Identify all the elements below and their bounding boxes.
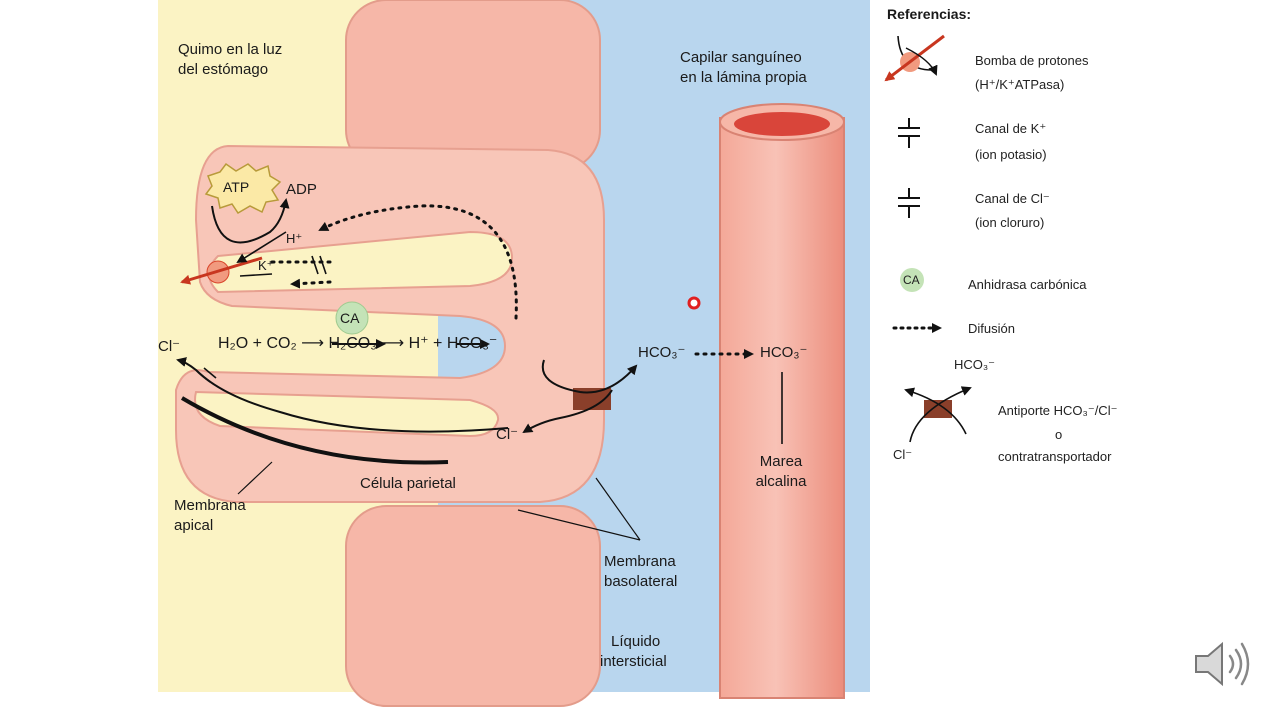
interstitial-label-line1: Líquido (611, 633, 661, 650)
adp-label: ADP (286, 181, 317, 198)
lumen-label-line2: del estómago (178, 61, 269, 78)
speaker-icon[interactable] (1190, 634, 1254, 694)
legend-ca-icon (900, 268, 924, 292)
legend-ca-badge-label: CA (903, 273, 920, 287)
legend-antiporter-line1: Antiporte HCO₃⁻/Cl⁻ (998, 403, 1118, 418)
cl-inner-label: Cl⁻ (496, 426, 519, 443)
basolateral-membrane-line2: basolateral (604, 573, 678, 590)
lower-canaliculus (194, 390, 500, 438)
basolateral-pointer-2 (517, 509, 641, 541)
legend-ca-label: Anhidrasa carbónica (968, 277, 1087, 292)
capillary-lumen (734, 112, 830, 136)
legend-k-channel-line2: (ion potasio) (975, 147, 1047, 162)
legend-pump-icon (884, 34, 945, 82)
legend-pump-line1: Bomba de protones (975, 53, 1089, 68)
interstitial-label-line2: intersticial (600, 653, 667, 670)
k-back-path (290, 278, 332, 289)
h-pump-label: H⁺ (286, 231, 303, 246)
legend-title: Referencias: (887, 6, 972, 22)
apical-pointer (237, 461, 273, 495)
apical-membrane-line1: Membrana (174, 497, 246, 514)
apical-membrane-line2: apical (174, 517, 214, 534)
legend-antiporter-cl: Cl⁻ (893, 447, 913, 462)
alkaline-tide-line2: alcalina (755, 473, 807, 490)
cl-exit-arrow (176, 357, 509, 433)
hco3-out-arrow (541, 359, 638, 394)
cl-channel-icon (197, 367, 217, 383)
basolateral-pointer-1 (595, 477, 641, 541)
reaction-equation: H₂O + CO₂ ⟶ H₂CO₃ ⟶ H⁺ + HCO₃⁻ (218, 335, 498, 352)
lower-neighbor-cell (345, 505, 601, 707)
antiporter (573, 388, 611, 410)
legend-cl-channel-line1: Canal de Cl⁻ (975, 191, 1050, 206)
ca-label: CA (340, 310, 360, 326)
legend-antiporter-line3: contratransportador (998, 449, 1112, 464)
h-into-lumen-arrow (236, 231, 287, 264)
cl-in-arrow (522, 389, 613, 434)
legend-antiporter-line2: o (1055, 427, 1063, 442)
legend-cl-channel-line2: (ion cloruro) (975, 215, 1045, 230)
capillary-label-line1: Capilar sanguíneo (680, 49, 802, 66)
k-pump-label: K⁺ (258, 258, 274, 273)
legend-antiporter-hco3: HCO₃⁻ (954, 357, 996, 372)
upper-neighbor-cell (345, 0, 601, 171)
atp-burst (204, 162, 282, 215)
parietal-cell-label: Célula parietal (360, 475, 456, 492)
alkaline-tide-line1: Marea (759, 453, 803, 470)
apical-thick-curve (180, 396, 449, 465)
k-into-cell-arrow (239, 273, 273, 277)
h-diffusion-path (318, 204, 518, 320)
legend-diffusion-label: Difusión (968, 321, 1015, 336)
k-channel-icon (311, 255, 327, 275)
pump-red-arrow (180, 256, 263, 285)
atp-to-adp-arrow (211, 198, 290, 244)
basolateral-membrane-line1: Membrana (604, 553, 676, 570)
legend-antiporter-icon (904, 386, 972, 443)
ca-badge (335, 301, 369, 335)
atp-label: ATP (223, 179, 250, 195)
legend-pump-line2: (H⁺/K⁺ATPasa) (975, 77, 1065, 92)
legend-cl-channel-icon (898, 188, 920, 218)
legend-k-channel-line1: Canal de K⁺ (975, 121, 1047, 136)
cl-left-label: Cl⁻ (158, 338, 181, 355)
hco3-blood-label: HCO₃⁻ (760, 344, 808, 361)
legend-k-channel-icon (898, 118, 920, 148)
capillary-label-line2: en la lámina propia (680, 69, 807, 86)
hco3-out-label: HCO₃⁻ (638, 344, 686, 361)
lumen-label-line1: Quimo en la luz (178, 41, 283, 58)
pointer-marker (687, 296, 701, 310)
